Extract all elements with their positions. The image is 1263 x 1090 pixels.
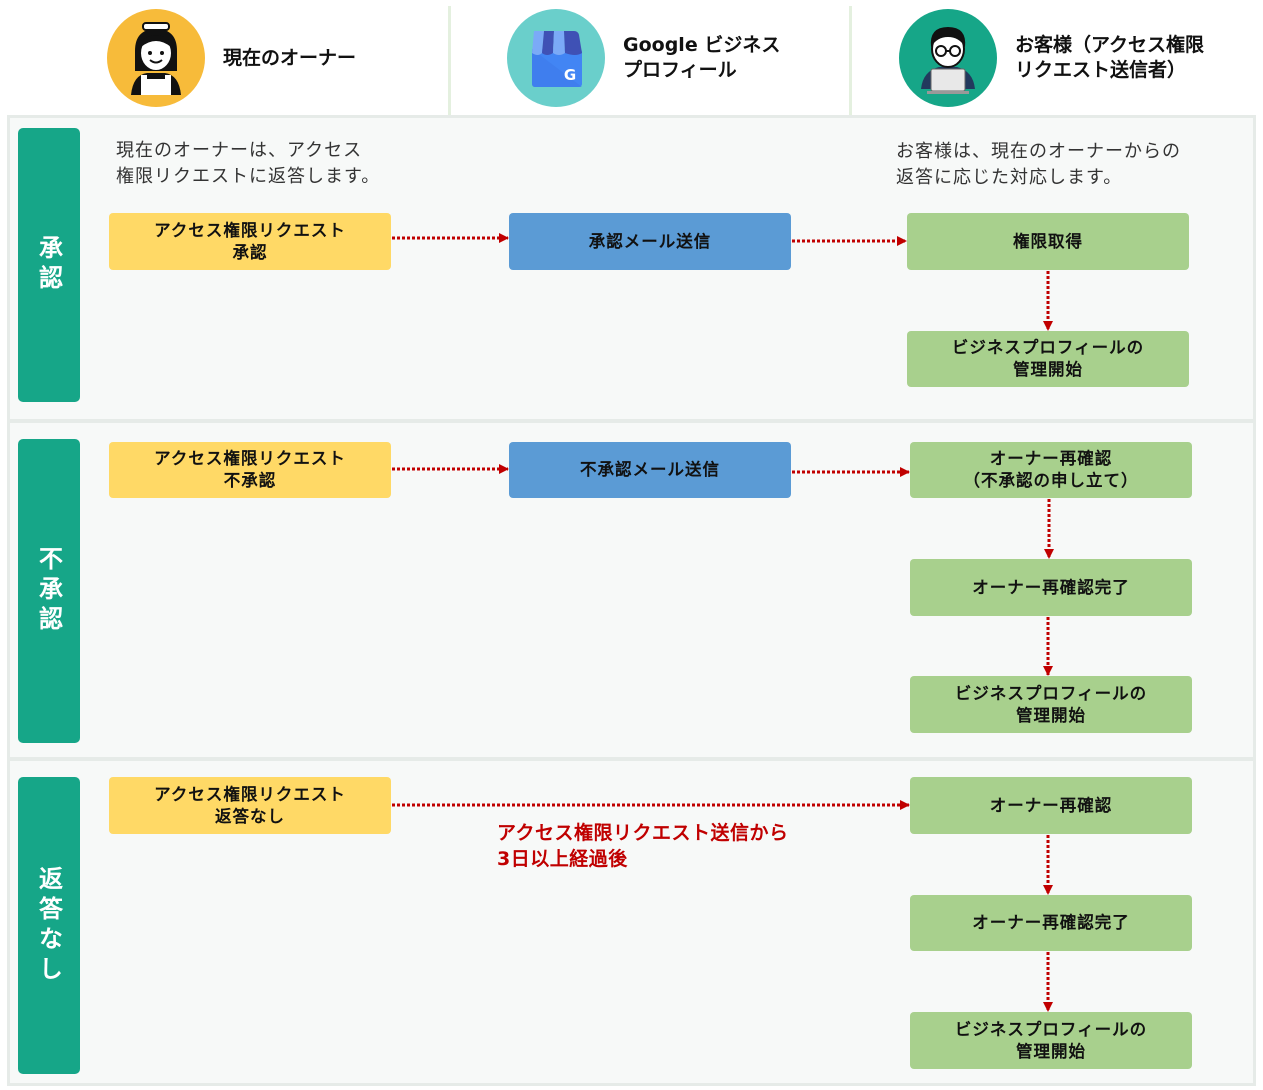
approval-mail-box: 承認メール送信 bbox=[509, 213, 791, 270]
column-header-google: G Google ビジネス プロフィール bbox=[507, 6, 780, 110]
lane-label-rejection: 不承認 bbox=[18, 439, 80, 743]
column-title: お客様（アクセス権限 リクエスト送信者） bbox=[1015, 34, 1205, 81]
customer-step-box: ビジネスプロフィールの 管理開始 bbox=[910, 1012, 1192, 1069]
column-header-customer: お客様（アクセス権限 リクエスト送信者） bbox=[899, 6, 1204, 110]
column-header-owner: 現在のオーナー bbox=[107, 6, 356, 110]
lane-label-no-response: 返答なし bbox=[18, 777, 80, 1074]
rejection-mail-box: 不承認メール送信 bbox=[509, 442, 791, 498]
customer-step-box: 権限取得 bbox=[907, 213, 1189, 270]
column-title: Google ビジネス プロフィール bbox=[623, 34, 781, 81]
svg-text:G: G bbox=[564, 66, 576, 84]
owner-no-response-box: アクセス権限リクエスト 返答なし bbox=[109, 777, 391, 834]
column-title: 現在のオーナー bbox=[223, 46, 357, 69]
customer-step-box: オーナー再確認 bbox=[910, 777, 1192, 834]
lane-label-approval: 承認 bbox=[18, 128, 80, 402]
customer-note: お客様は、現在のオーナーからの 返答に応じた対応します。 bbox=[896, 141, 1181, 188]
owner-note: 現在のオーナーは、アクセス 権限リクエストに返答します。 bbox=[116, 140, 381, 187]
owner-approve-box: アクセス権限リクエスト 承認 bbox=[109, 213, 391, 270]
owner-reject-box: アクセス権限リクエスト 不承認 bbox=[109, 442, 391, 498]
google-business-store-icon: G bbox=[507, 9, 605, 107]
customer-laptop-avatar-icon bbox=[899, 9, 997, 107]
customer-step-box: オーナー再確認完了 bbox=[910, 559, 1192, 616]
shop-owner-avatar-icon bbox=[107, 9, 205, 107]
customer-step-box: ビジネスプロフィールの 管理開始 bbox=[907, 331, 1189, 387]
customer-step-box: ビジネスプロフィールの 管理開始 bbox=[910, 676, 1192, 733]
elapsed-time-note: アクセス権限リクエスト送信から 3日以上経過後 bbox=[497, 822, 789, 870]
customer-step-box: オーナー再確認 （不承認の申し立て） bbox=[910, 442, 1192, 498]
customer-step-box: オーナー再確認完了 bbox=[910, 895, 1192, 951]
